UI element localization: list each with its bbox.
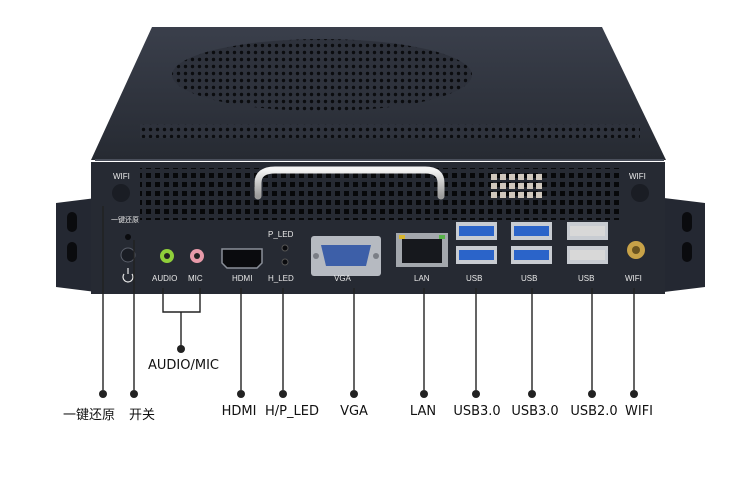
reset-pinhole: [125, 234, 131, 240]
vga-port: [321, 245, 371, 266]
panel-p-led-label: P_LED: [268, 230, 294, 239]
panel-reset-label: 一键还原: [111, 215, 139, 224]
callout-usb30-b: USB3.0: [511, 404, 559, 419]
chassis-top: [91, 27, 666, 161]
callout-lines: [102, 206, 635, 390]
callout-audio-mic: AUDIO/MIC: [148, 358, 219, 373]
right-bracket: [664, 198, 705, 292]
hdmi-port: [221, 248, 263, 269]
right-antenna-mount: [631, 184, 649, 202]
panel-usb3-label: USB: [578, 274, 594, 283]
callout-reset: 一键还原: [62, 408, 116, 423]
panel-hdmi-label: HDMI: [232, 274, 252, 283]
usb30-stack-b: USB: [511, 222, 552, 283]
callout-vga: VGA: [340, 404, 368, 419]
usb30-stack-a: USB: [456, 222, 497, 283]
callout-hdmi: HDMI: [221, 404, 257, 419]
panel-audio-label: AUDIO: [152, 274, 177, 283]
callout-usb30-a: USB3.0: [453, 404, 501, 419]
panel-vga-label: VGA: [334, 274, 352, 283]
callout-usb20: USB2.0: [570, 404, 618, 419]
front-panel: WIFI WIFI 一键还原 AUDIO MIC HDMI P_LED H_LE…: [91, 162, 665, 294]
panel-h-led-label: H_LED: [268, 274, 294, 283]
callout-lan: LAN: [409, 404, 437, 419]
callout-power: 开关: [128, 408, 156, 423]
panel-usb2-label: USB: [521, 274, 537, 283]
callout-wifi: WIFI: [625, 404, 653, 419]
lan-port: [402, 239, 442, 263]
power-icon: [122, 273, 134, 283]
h-led: [281, 258, 289, 266]
panel-wifi-antenna-label: WIFI: [625, 274, 642, 283]
left-antenna-mount: [112, 184, 130, 202]
callout-dots: [99, 345, 638, 398]
panel-wifi-right-label: WIFI: [629, 172, 646, 181]
panel-usb1-label: USB: [466, 274, 482, 283]
panel-lan-label: LAN: [414, 274, 430, 283]
left-bracket: [56, 198, 96, 292]
usb20-stack: USB: [567, 222, 608, 283]
p-led: [281, 244, 289, 252]
callout-hp-led: H/P_LED: [265, 404, 319, 419]
power-button: [120, 247, 136, 263]
panel-wifi-left-label: WIFI: [113, 172, 130, 181]
panel-mic-label: MIC: [188, 274, 203, 283]
